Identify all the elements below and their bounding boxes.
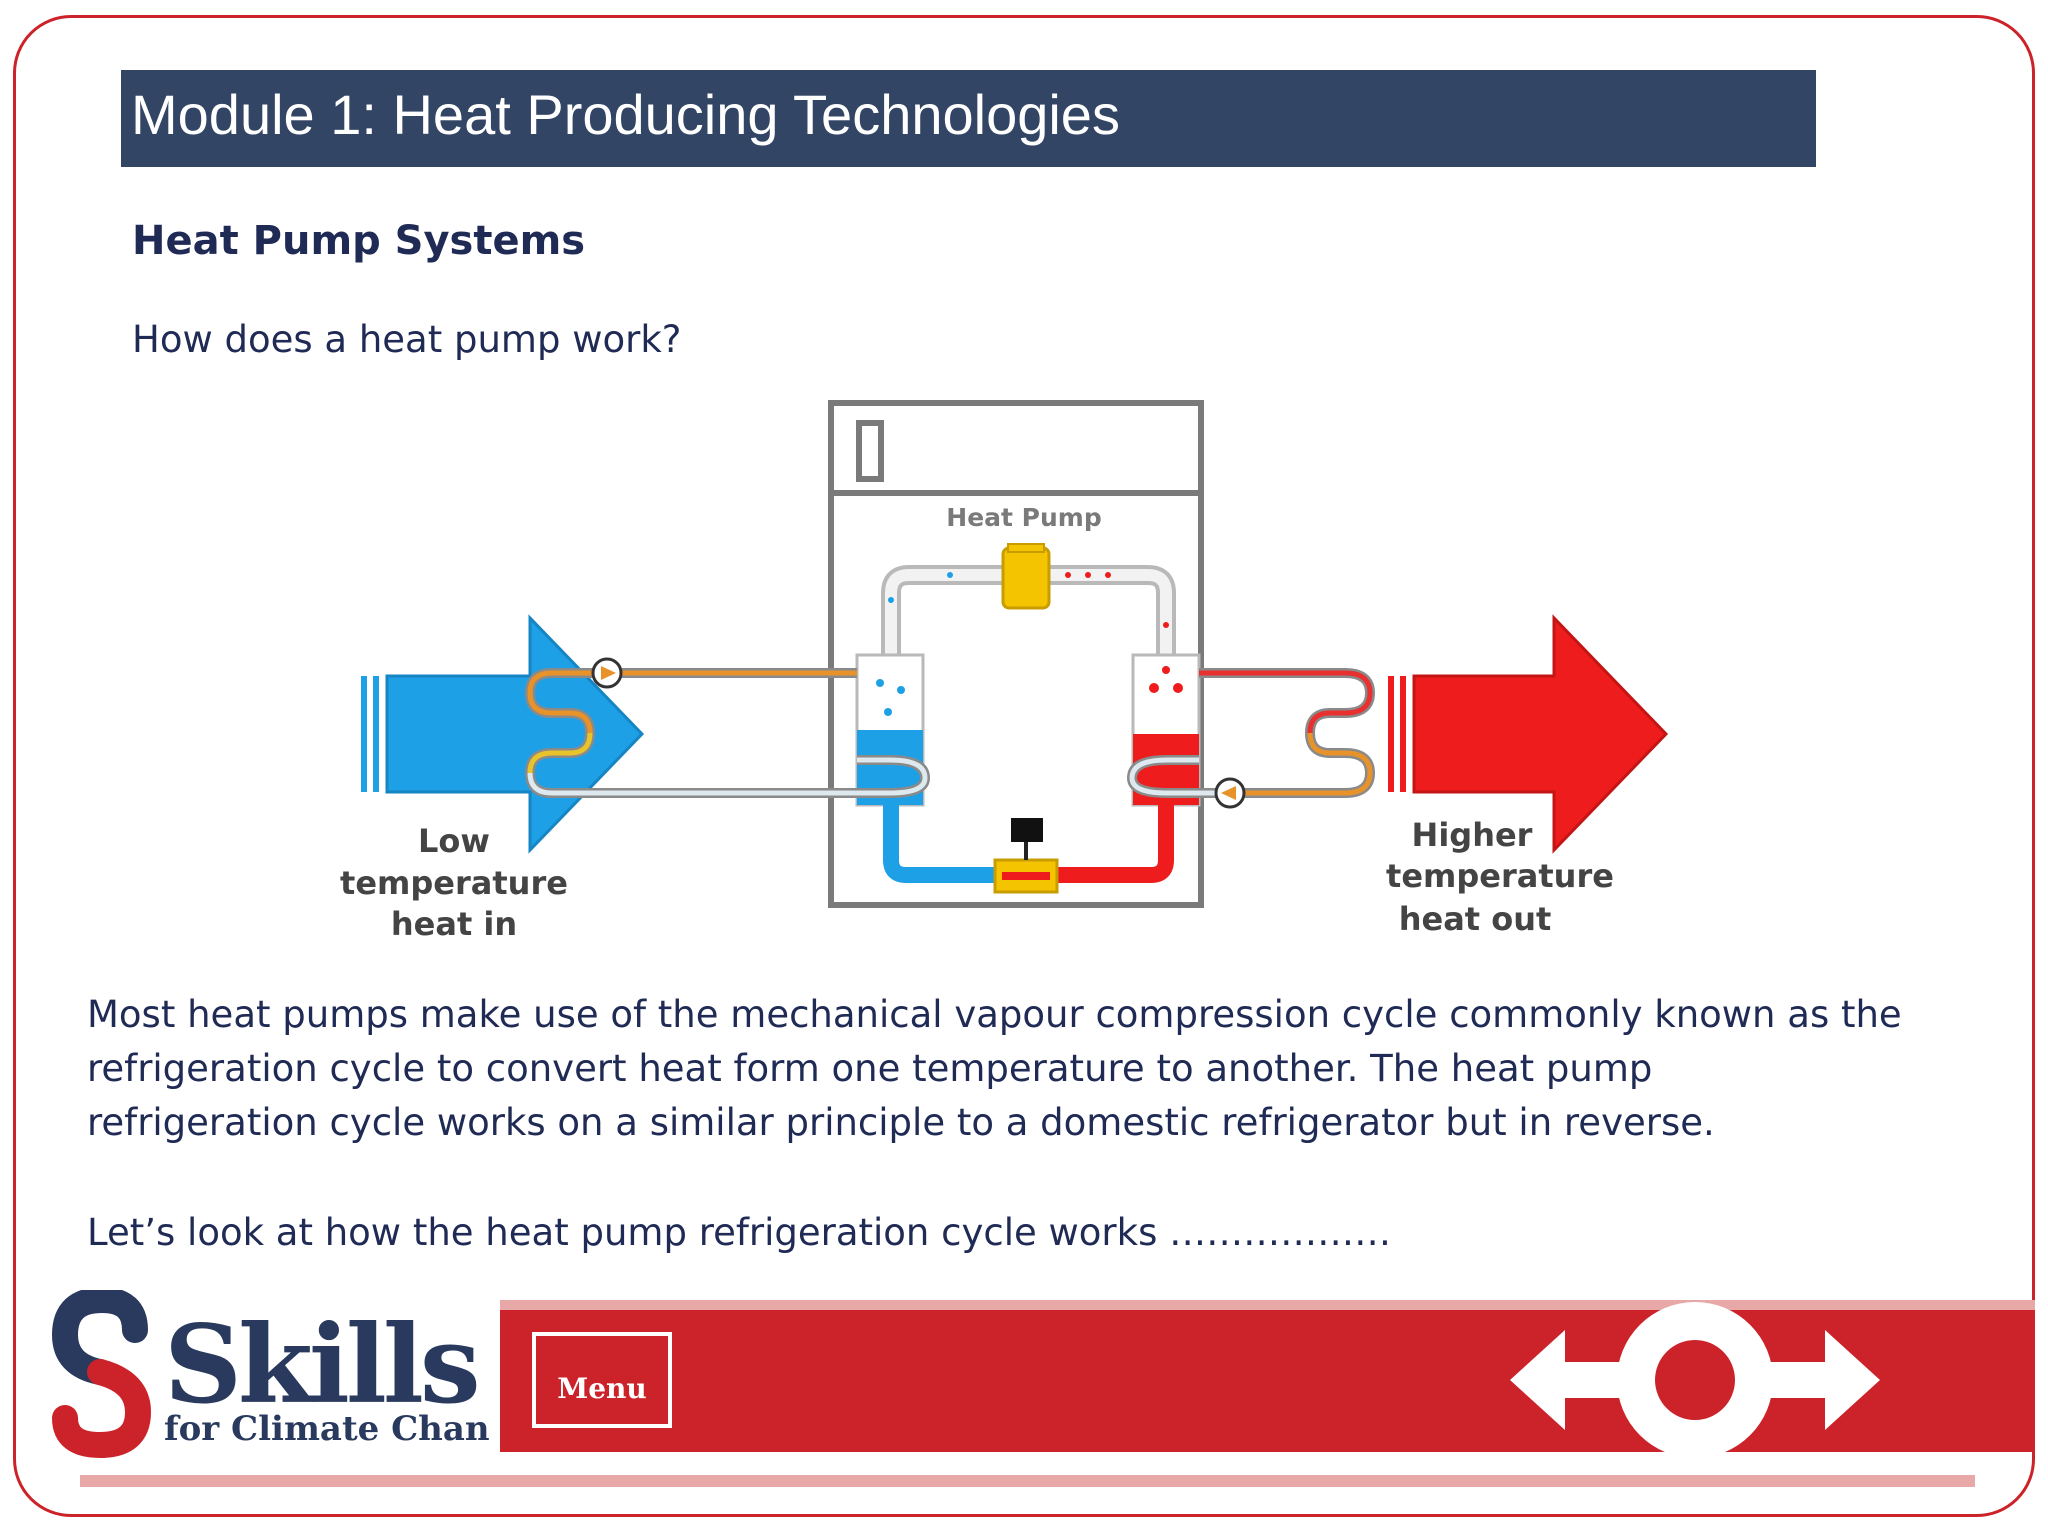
high-temp-label-line1: Higher [1412,816,1533,854]
paragraph-line: refrigeration cycle works on a similar p… [87,1101,1715,1144]
heat-pump-label: Heat Pump [946,503,1101,532]
hot-air-arrow [1388,614,1669,854]
paragraph-line: Let’s look at how the heat pump refriger… [87,1211,1392,1254]
cold-air-arrow [361,614,645,854]
heat-pump-diagram: Heat Pump [340,400,1669,943]
expansion-valve [993,818,1059,894]
low-temp-label-line2: temperature [340,864,568,902]
high-temp-label-line2: temperature [1386,857,1614,895]
high-temp-label-line3: heat out [1399,900,1552,938]
slide-frame [13,15,2035,1517]
paragraph-line: refrigeration cycle to convert heat form… [87,1047,1653,1090]
body-text: Most heat pumps make use of the mechanic… [87,988,1967,1260]
logo-subtext: for Climate Change [164,1409,490,1449]
condenser-tank [1131,653,1201,807]
footer-divider [80,1475,1975,1487]
page-title: Module 1: Heat Producing Technologies [131,83,1120,146]
title-bar: Module 1: Heat Producing Technologies [121,70,1816,167]
home-circle-icon[interactable] [1617,1302,1773,1458]
low-temp-label-line1: Low [418,822,490,860]
skills-logo: Skills for Climate Change [51,1290,490,1459]
logo-text: Skills [164,1302,477,1428]
menu-button[interactable]: Menu [532,1332,672,1428]
question-text: How does a heat pump work? [132,318,682,361]
s-mark-icon [51,1290,152,1459]
evaporator-coil [524,668,931,798]
section-heading: Heat Pump Systems [132,218,586,264]
evaporator-tank [855,653,925,807]
low-temp-label-line3: heat in [391,905,517,943]
compressor [1001,543,1051,610]
arrow-right-icon[interactable] [1770,1330,1880,1430]
navigation-controls [1510,1302,1880,1458]
condenser-coil [1126,668,1376,798]
paragraph-line: Most heat pumps make use of the mechanic… [87,993,1902,1036]
arrow-left-icon[interactable] [1510,1330,1620,1430]
